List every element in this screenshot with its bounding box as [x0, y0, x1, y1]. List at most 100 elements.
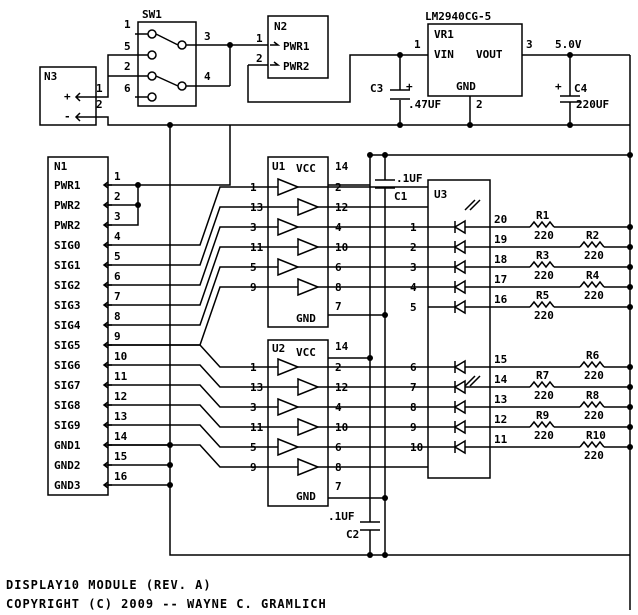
signal-wire — [108, 364, 268, 388]
u3-right-pin: 15 — [494, 353, 507, 366]
resistor — [529, 260, 555, 269]
u3-right-pin: 17 — [494, 273, 507, 286]
sw1-switch: SW1 1 5 2 6 3 4 — [124, 8, 231, 107]
u3-right-pin: 20 — [494, 213, 507, 226]
signal-wire — [108, 286, 268, 346]
buffer-gate — [297, 417, 321, 437]
vr1-out-voltage: 5.0V — [555, 38, 582, 51]
junction — [627, 244, 633, 250]
junction — [627, 364, 633, 370]
c4-value: 220UF — [576, 98, 609, 111]
resistor-value: 220 — [534, 389, 554, 402]
u3-right-pin: 16 — [494, 293, 508, 306]
n1-pin-number: 4 — [114, 230, 121, 243]
power-rails — [108, 125, 630, 556]
n1-pin-label: SIG2 — [54, 279, 81, 292]
c1-value: .1UF — [396, 172, 423, 185]
junctions — [135, 42, 633, 558]
resistor — [529, 300, 555, 309]
u3-left-pin: 8 — [410, 401, 417, 414]
n1-pin-label: SIG1 — [54, 259, 81, 272]
n2-label: PWR2 — [283, 60, 310, 73]
resistor-ref: R7 — [536, 369, 549, 382]
title-line2: COPYRIGHT (C) 2009 -- WAYNE C. GRAMLICH — [6, 597, 327, 611]
signal-wire — [108, 424, 268, 448]
signal-wire — [108, 404, 268, 428]
resistor-value: 220 — [584, 289, 604, 302]
resistor-ref: R8 — [586, 389, 599, 402]
u1-pin-gnd: 7 — [335, 300, 342, 313]
u3-left-pin: 3 — [410, 261, 417, 274]
resistor-value: 220 — [534, 269, 554, 282]
u2-ref: U2 — [272, 342, 285, 355]
u3-left-pin: 6 — [410, 361, 417, 374]
n1-pin-number: 13 — [114, 410, 127, 423]
junction — [627, 424, 633, 430]
led-diode — [453, 299, 466, 315]
junction — [627, 224, 633, 230]
buffer-gate — [297, 277, 321, 297]
buffer-gate — [297, 377, 321, 397]
sw1-pin: 2 — [124, 60, 131, 73]
n1-pin-number: 3 — [114, 210, 121, 223]
u3-left-pin: 4 — [410, 281, 417, 294]
resistor-value: 220 — [534, 309, 554, 322]
buffer-gate — [277, 357, 301, 377]
resistor — [579, 440, 605, 449]
n1-connector: N1 PWR11PWR22PWR23SIG04SIG15SIG26SIG37SI… — [47, 156, 128, 496]
n2-connector: N2 1 2 PWR1 PWR2 — [230, 15, 329, 79]
led-diode — [453, 399, 466, 415]
n1-pin-number: 12 — [114, 390, 127, 403]
signal-wire — [108, 384, 268, 408]
buffer-gate — [297, 197, 321, 217]
led-diode — [453, 239, 466, 255]
c3-ref: C3 — [370, 82, 383, 95]
n2-ref: N2 — [274, 20, 287, 33]
n1-pin-number: 9 — [114, 330, 121, 343]
vr1-vin: VIN — [434, 48, 454, 61]
signal-wire — [108, 186, 268, 246]
n1-pin-number: 8 — [114, 310, 121, 323]
n2-label: PWR1 — [283, 40, 310, 53]
n1-pin-number: 5 — [114, 250, 121, 263]
buffer-gate — [297, 237, 321, 257]
u3-left-pin: 7 — [410, 381, 417, 394]
junction — [627, 264, 633, 270]
u3-right-pin: 14 — [494, 373, 508, 386]
resistor — [579, 400, 605, 409]
n1-pin-label: SIG3 — [54, 299, 81, 312]
c2-capacitor: .1UF C2 — [328, 155, 380, 555]
resistor — [529, 380, 555, 389]
resistor-value: 220 — [584, 449, 604, 462]
resistor-ref: R10 — [586, 429, 606, 442]
buffer-gate — [277, 177, 301, 197]
resistor-value: 220 — [534, 229, 554, 242]
sw1-pin: 1 — [124, 18, 131, 31]
n1-pin-number: 14 — [114, 430, 128, 443]
vr1-pin-out: 3 — [526, 38, 533, 51]
n1-pin-label: SIG9 — [54, 419, 81, 432]
n1-pin-number: 11 — [114, 370, 128, 383]
u1-vcc: VCC — [296, 162, 316, 175]
u3-left-pin: 10 — [410, 441, 423, 454]
resistor — [529, 420, 555, 429]
n1-pin-number: 1 — [114, 170, 121, 183]
sw1-pin: 6 — [124, 82, 131, 95]
n1-pin-number: 15 — [114, 450, 127, 463]
resistor-ref: R9 — [536, 409, 549, 422]
n3-pin: 2 — [96, 98, 103, 111]
vr1-pin-gnd: 2 — [476, 98, 483, 111]
sw1-pin: 5 — [124, 40, 131, 53]
vr1-part: LM2940CG-5 — [425, 10, 491, 23]
c2-ref: C2 — [346, 528, 359, 541]
vr1-regulator: LM2940CG-5 VR1 VIN VOUT GND 1 3 2 5.0V — [247, 10, 631, 610]
n3-connector: N3 + - 1 2 — [39, 54, 630, 126]
led-diode — [453, 279, 466, 295]
u1-ref: U1 — [272, 160, 286, 173]
n1-pin-label: PWR1 — [54, 179, 81, 192]
u3-left-pin: 2 — [410, 241, 417, 254]
n1-pin-label: PWR2 — [54, 199, 81, 212]
